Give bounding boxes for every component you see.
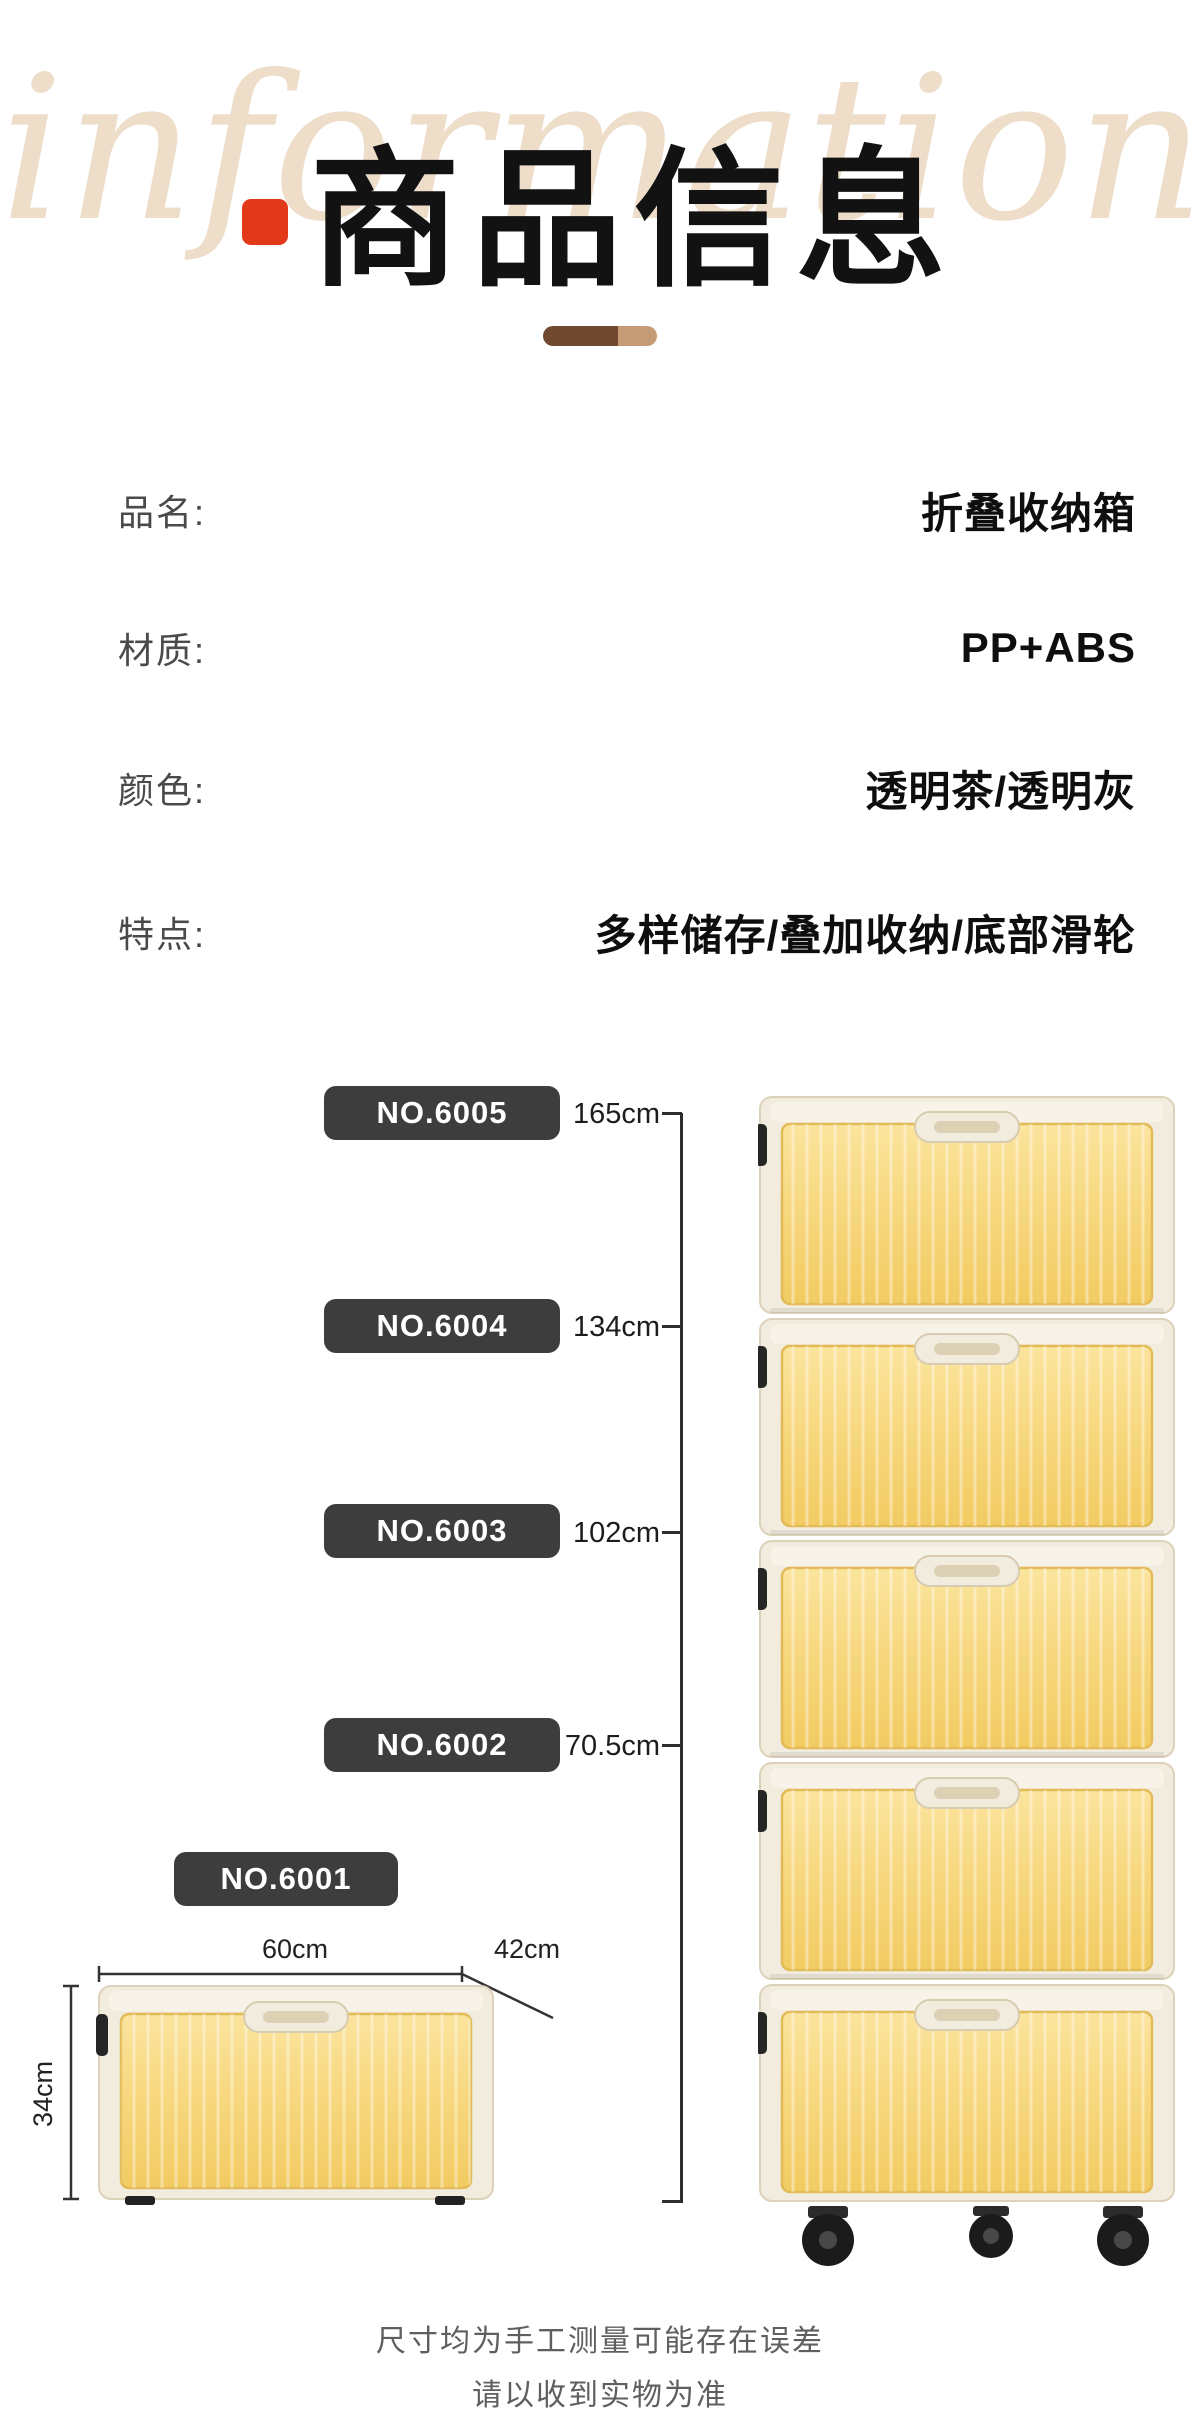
spec-value: 多样储存/叠加收纳/底部滑轮 <box>594 911 1136 959</box>
measure-disclaimer-line1: 尺寸均为手工测量可能存在误差 <box>376 2325 824 2358</box>
measure-tick <box>662 1744 682 1747</box>
height-label-134cm: 134cm <box>572 1311 660 1343</box>
measure-tick <box>662 2200 682 2203</box>
spec-value: PP+ABS <box>960 624 1136 671</box>
spec-value: 透明茶/透明灰 <box>865 767 1136 815</box>
height-measure-line <box>662 1112 683 2203</box>
spec-value: 折叠收纳箱 <box>920 489 1136 537</box>
title-divider <box>543 326 657 346</box>
width-dimension-label: 60cm <box>262 1934 328 1964</box>
measure-disclaimer-line2: 请以收到实物为准 <box>472 2379 728 2412</box>
spec-row-material: 材质: PP+ABS <box>118 616 1136 680</box>
stacked-storage-cabinet-illustration <box>758 1096 1175 2266</box>
spec-row-name: 品名: 折叠收纳箱 <box>118 478 1136 542</box>
spec-label: 品名: <box>118 492 207 533</box>
model-badge-6002: NO.6002 <box>324 1718 560 1772</box>
model-badge-6005: NO.6005 <box>324 1086 560 1140</box>
measure-tick <box>662 1531 682 1534</box>
spec-label: 材质: <box>118 630 207 671</box>
depth-dimension-label: 42cm <box>494 1934 560 1964</box>
box-height-dimension-label: 34cm <box>30 2061 58 2127</box>
model-badge-6003: NO.6003 <box>324 1504 560 1558</box>
page-title-text: 商品信息 <box>309 136 958 304</box>
spec-label: 颜色: <box>118 770 207 811</box>
spec-label: 特点: <box>118 914 207 955</box>
spec-row-color: 颜色: 透明茶/透明灰 <box>118 756 1136 820</box>
model-badge-6001: NO.6001 <box>174 1852 398 1906</box>
height-label-102cm: 102cm <box>572 1517 660 1549</box>
measure-tick <box>662 1112 682 1115</box>
model-badge-6004: NO.6004 <box>324 1299 560 1353</box>
measure-tick <box>662 1325 682 1328</box>
spec-row-features: 特点: 多样储存/叠加收纳/底部滑轮 <box>118 900 1136 964</box>
height-label-165cm: 165cm <box>572 1098 660 1130</box>
single-storage-box-illustration: 60cm 42cm 34cm <box>30 1934 560 2205</box>
page-title: 商品信息 <box>0 140 1200 300</box>
watermark-script-text: information <box>0 33 1200 266</box>
height-label-70-5cm: 70.5cm <box>564 1730 660 1762</box>
title-accent-square-icon <box>241 199 288 246</box>
caster-wheels <box>802 2206 1149 2266</box>
